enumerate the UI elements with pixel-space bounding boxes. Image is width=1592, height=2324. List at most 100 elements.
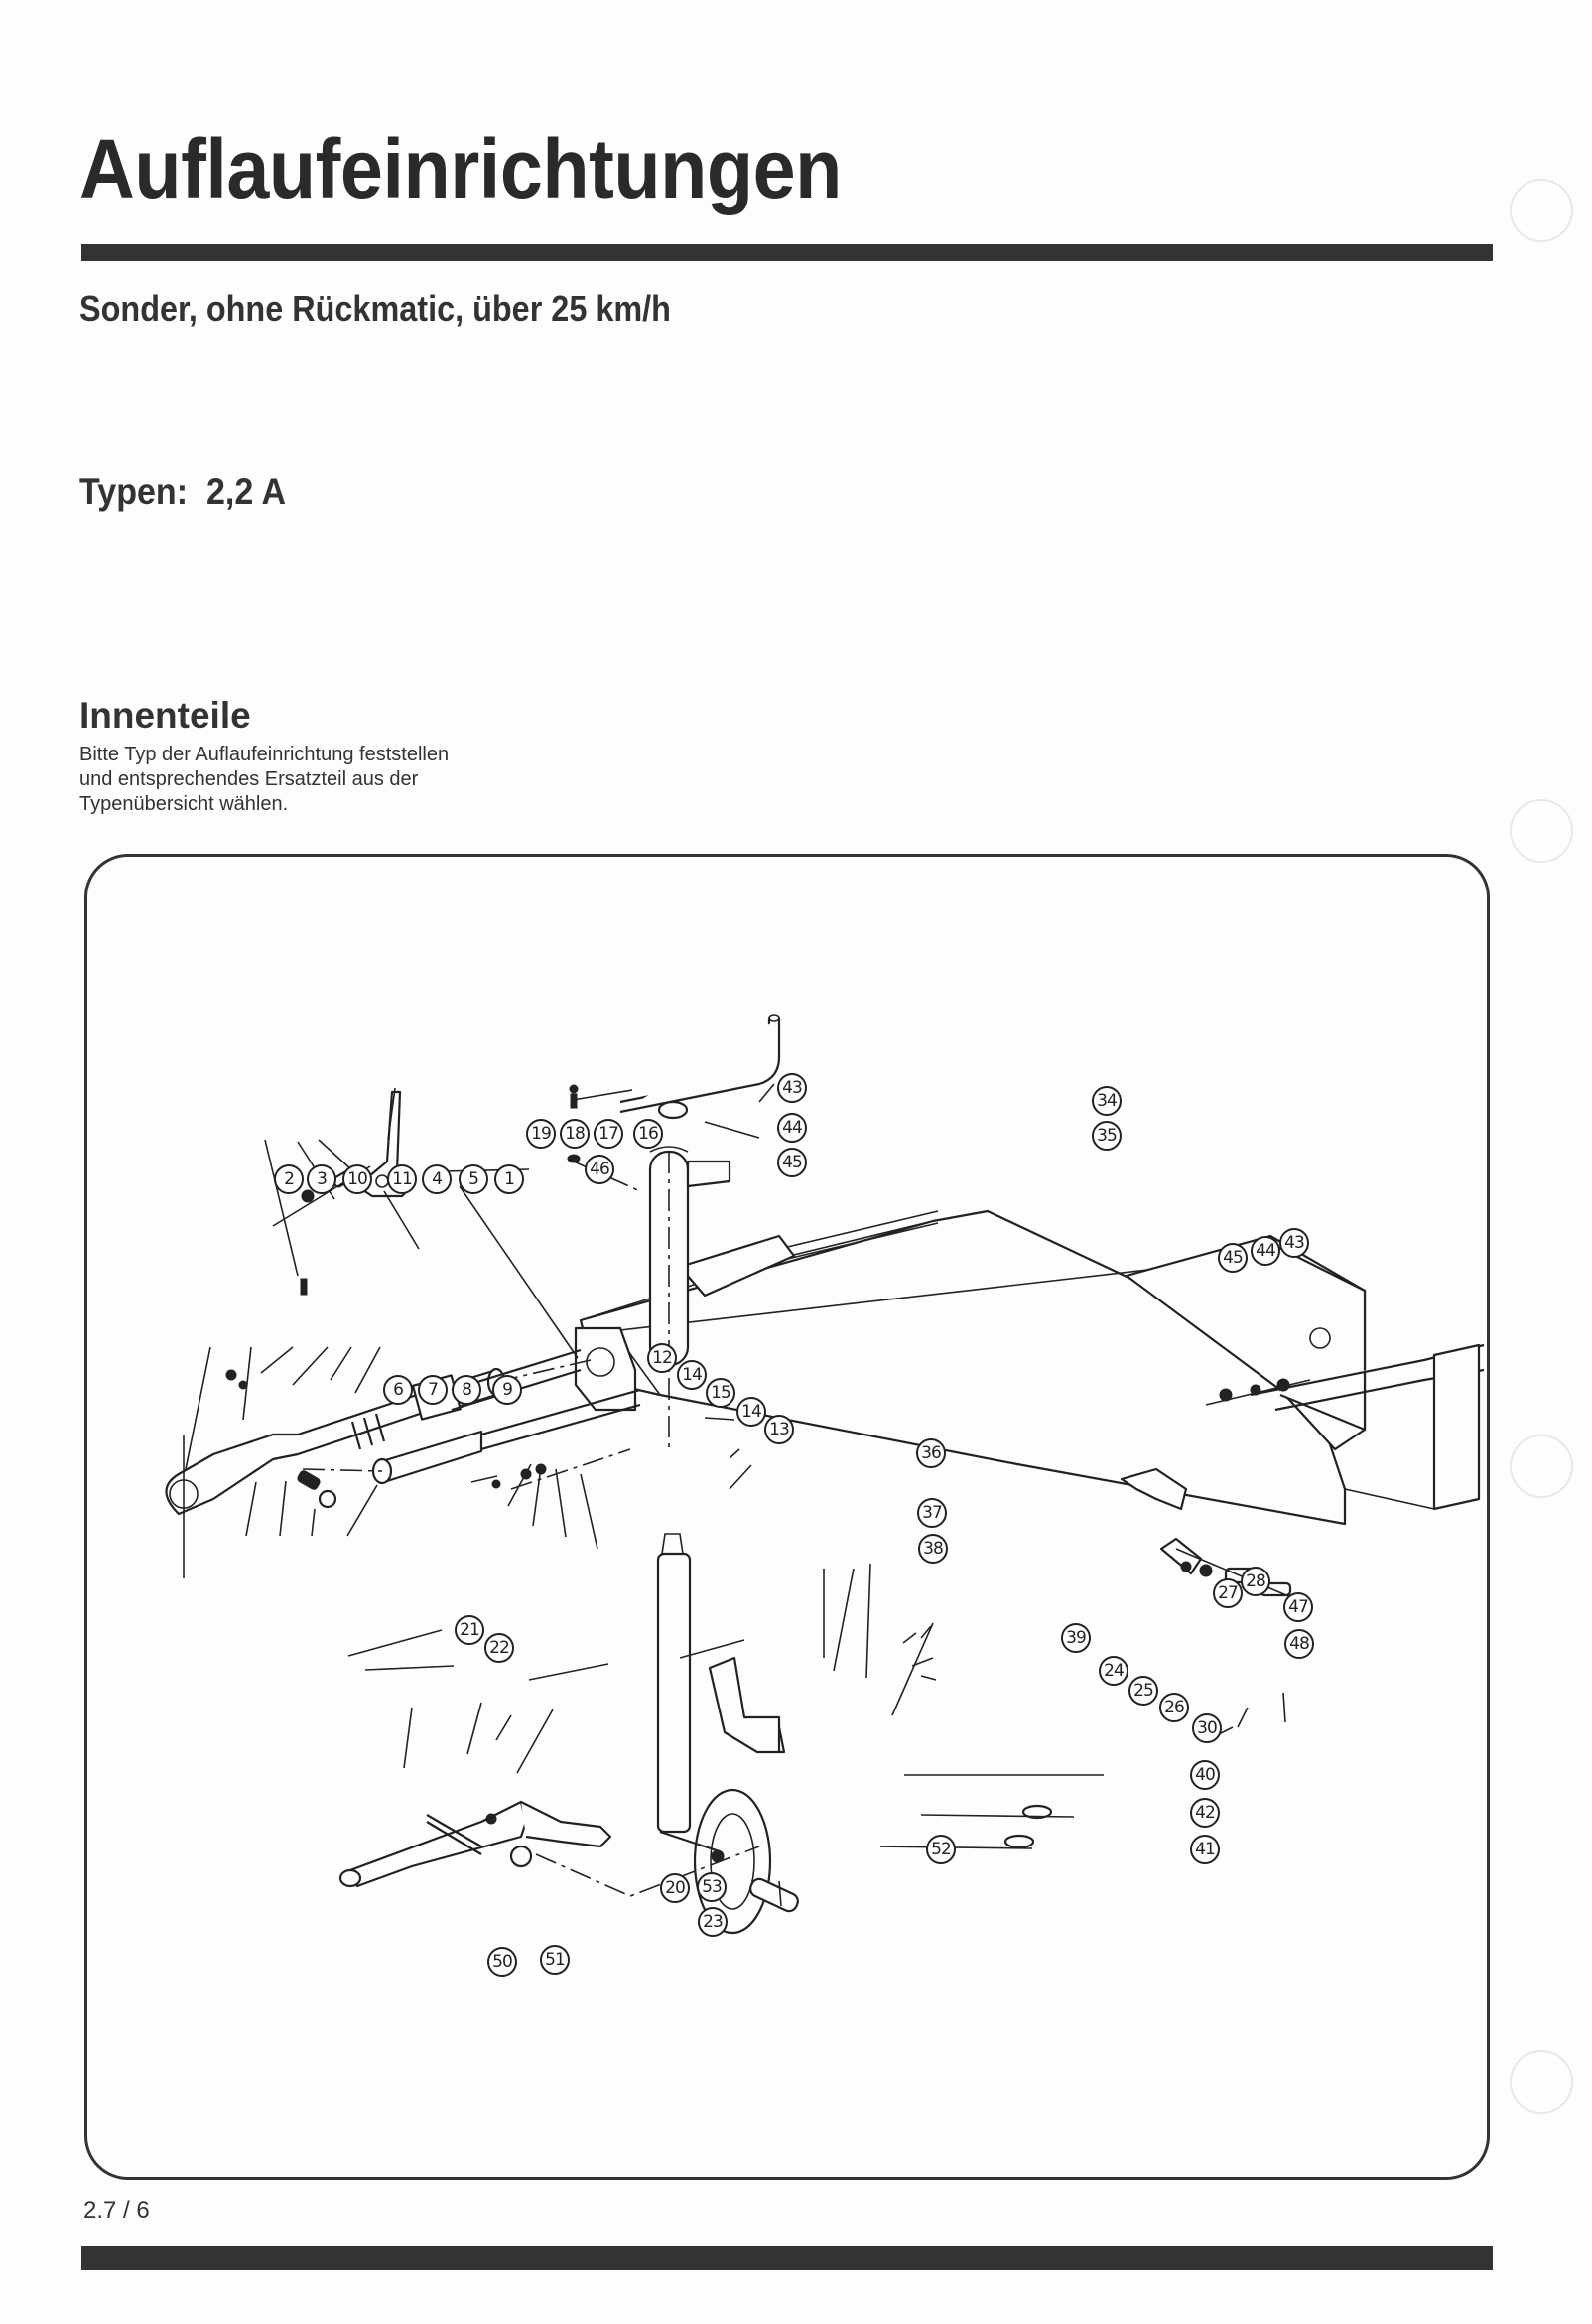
svg-text:7: 7 (428, 1380, 438, 1400)
callout-8: 8 (452, 1375, 481, 1405)
svg-text:30: 30 (1197, 1718, 1217, 1738)
callout-44b: 44 (1251, 1236, 1280, 1266)
callout-2: 2 (274, 1164, 304, 1194)
callout-23: 23 (698, 1907, 728, 1937)
callout-5: 5 (459, 1164, 488, 1194)
svg-text:43: 43 (782, 1078, 802, 1098)
svg-text:8: 8 (462, 1380, 471, 1400)
svg-text:4: 4 (432, 1169, 442, 1189)
callout-43a: 43 (777, 1073, 807, 1103)
callout-13: 13 (764, 1415, 794, 1444)
svg-text:28: 28 (1246, 1572, 1265, 1591)
callout-14b: 14 (736, 1397, 766, 1427)
callout-35: 35 (1092, 1121, 1122, 1151)
page-number: 2.7 / 6 (83, 2197, 150, 2224)
types-value: 2,2 A (205, 472, 287, 512)
exploded-parts-diagram: 1 2 3 4 5 6 7 8 9 10 11 12 13 14 15 14 1… (165, 1014, 1485, 1977)
callout-38: 38 (918, 1534, 948, 1564)
callout-3: 3 (307, 1164, 336, 1194)
callout-19: 19 (526, 1119, 556, 1149)
callout-36: 36 (916, 1438, 946, 1468)
title-rule (81, 244, 1493, 261)
svg-text:21: 21 (460, 1620, 479, 1640)
callout-12: 12 (647, 1343, 677, 1373)
svg-text:3: 3 (317, 1169, 327, 1189)
callout-11: 11 (387, 1164, 417, 1194)
callout-22: 22 (484, 1633, 514, 1663)
callout-30: 30 (1192, 1713, 1222, 1743)
svg-text:53: 53 (702, 1877, 722, 1897)
callout-46: 46 (585, 1155, 614, 1184)
svg-text:1: 1 (504, 1169, 514, 1189)
svg-text:5: 5 (468, 1169, 478, 1189)
callout-16: 16 (633, 1119, 663, 1149)
callout-37: 37 (917, 1498, 947, 1528)
callout-18: 18 (560, 1119, 590, 1149)
page-subtitle: Sonder, ohne Rückmatic, über 25 km/h (79, 288, 671, 329)
jockey-wheel-tube (619, 1014, 781, 1449)
callout-20: 20 (660, 1873, 690, 1903)
svg-text:25: 25 (1133, 1681, 1153, 1701)
callout-44a: 44 (777, 1113, 807, 1143)
svg-text:39: 39 (1066, 1628, 1086, 1648)
svg-text:23: 23 (703, 1912, 723, 1932)
svg-text:26: 26 (1164, 1698, 1184, 1717)
callout-10: 10 (342, 1164, 372, 1194)
svg-text:14: 14 (682, 1365, 702, 1385)
svg-text:22: 22 (489, 1638, 509, 1658)
types-line: Typen: 2,2 A (79, 472, 286, 513)
callouts: 1 2 3 4 5 6 7 8 9 10 11 12 13 14 15 14 1… (274, 1073, 1314, 1977)
description-line: Bitte Typ der Auflaufeinrichtung festste… (79, 744, 450, 765)
callout-34: 34 (1092, 1086, 1122, 1116)
svg-text:41: 41 (1195, 1840, 1215, 1859)
svg-text:48: 48 (1289, 1634, 1309, 1654)
callout-6: 6 (383, 1375, 413, 1405)
callout-15: 15 (706, 1378, 735, 1408)
callout-52: 52 (926, 1835, 956, 1864)
overrun-lever-arm (338, 1800, 760, 1897)
punch-hole (1510, 799, 1573, 863)
callout-45b: 45 (1218, 1243, 1248, 1273)
svg-text:51: 51 (545, 1950, 565, 1970)
svg-text:34: 34 (1097, 1091, 1117, 1111)
callout-21: 21 (455, 1615, 484, 1645)
svg-text:2: 2 (284, 1169, 294, 1189)
callout-42: 42 (1190, 1798, 1220, 1828)
diagram-frame (84, 854, 1490, 2180)
svg-text:14: 14 (741, 1402, 761, 1422)
callout-43b: 43 (1279, 1228, 1309, 1258)
svg-text:37: 37 (922, 1503, 942, 1523)
svg-text:12: 12 (652, 1348, 672, 1368)
svg-text:27: 27 (1218, 1583, 1238, 1603)
svg-text:40: 40 (1195, 1765, 1215, 1785)
callout-50: 50 (487, 1947, 517, 1977)
svg-text:20: 20 (665, 1878, 685, 1898)
description-line: und entsprechendes Ersatzteil aus der (79, 768, 419, 790)
svg-text:6: 6 (393, 1380, 403, 1400)
section-description: Bitte Typ der Auflaufeinrichtung festste… (79, 743, 556, 817)
callout-1: 1 (494, 1164, 524, 1194)
callout-14a: 14 (677, 1360, 707, 1390)
svg-text:44: 44 (1256, 1241, 1275, 1261)
punch-hole (1510, 179, 1573, 242)
callout-39: 39 (1061, 1623, 1091, 1653)
callout-40: 40 (1190, 1760, 1220, 1790)
description-line: Typenübersicht wählen. (79, 793, 289, 815)
svg-text:24: 24 (1104, 1661, 1124, 1681)
types-label: Typen: (79, 472, 189, 512)
svg-text:13: 13 (769, 1420, 789, 1439)
callout-27: 27 (1213, 1578, 1243, 1608)
svg-text:15: 15 (711, 1383, 730, 1403)
svg-text:52: 52 (931, 1840, 951, 1859)
callout-47: 47 (1283, 1592, 1313, 1622)
callout-25: 25 (1128, 1676, 1158, 1706)
svg-text:17: 17 (598, 1124, 618, 1144)
callout-4: 4 (422, 1164, 452, 1194)
svg-text:42: 42 (1195, 1803, 1215, 1823)
svg-text:43: 43 (1284, 1233, 1304, 1253)
svg-text:11: 11 (392, 1169, 412, 1189)
callout-28: 28 (1241, 1567, 1270, 1596)
svg-text:46: 46 (590, 1160, 609, 1179)
svg-text:44: 44 (782, 1118, 802, 1138)
svg-text:36: 36 (921, 1443, 941, 1463)
